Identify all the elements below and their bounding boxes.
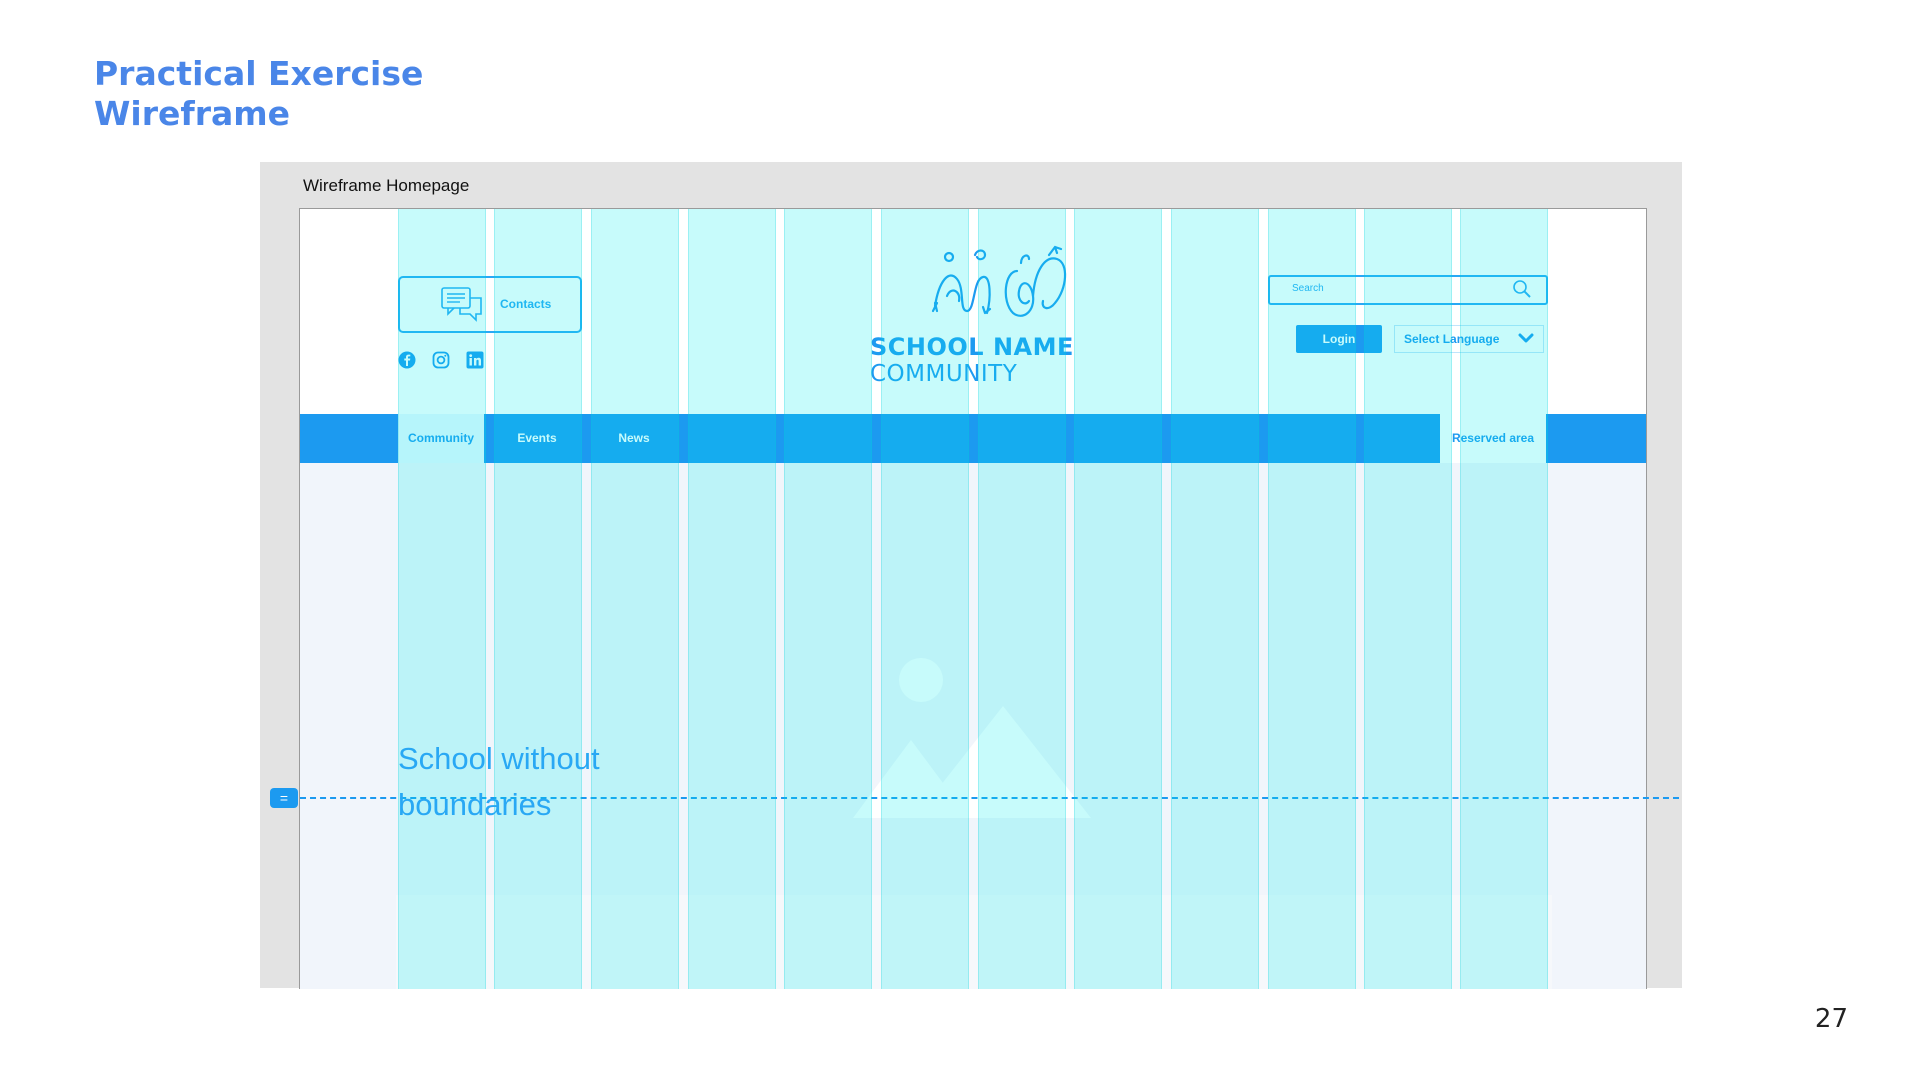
hero-title: School without boundaries xyxy=(398,736,698,828)
design-canvas: Wireframe Homepage Contacts xyxy=(260,162,1682,989)
frame-label[interactable]: Wireframe Homepage xyxy=(303,176,470,195)
language-select[interactable]: Select Language xyxy=(1394,325,1544,353)
fold-guide-line[interactable] xyxy=(300,797,1679,799)
nav-item-events[interactable]: Events xyxy=(517,431,557,445)
logo-community: COMMUNITY xyxy=(870,361,1018,387)
linkedin-icon[interactable] xyxy=(466,351,484,369)
hero-title-line1: School without xyxy=(398,741,600,776)
guide-handle-icon[interactable]: = xyxy=(270,788,298,808)
search-placeholder: Search xyxy=(1292,283,1324,294)
chat-bubbles-icon xyxy=(441,287,482,322)
slide-title-line2: Wireframe xyxy=(94,94,291,133)
chevron-down-icon xyxy=(1518,333,1534,343)
main-navigation: Community Events News Reserved area xyxy=(300,414,1646,463)
wireframe-artboard[interactable]: Contacts xyxy=(299,208,1647,989)
nav-item-news[interactable]: News xyxy=(618,431,650,445)
hero-section xyxy=(300,463,1646,989)
facebook-icon[interactable] xyxy=(398,351,416,369)
logo-school-name: SCHOOL NAME xyxy=(870,333,1074,361)
image-placeholder-icon xyxy=(853,658,1091,818)
slide-title: Practical Exercise Wireframe xyxy=(94,54,423,134)
nav-item-community[interactable]: Community xyxy=(398,414,484,463)
instagram-icon[interactable] xyxy=(432,351,450,369)
nav-item-reserved-area[interactable]: Reserved area xyxy=(1440,414,1546,463)
contacts-button[interactable]: Contacts xyxy=(398,276,582,333)
contacts-label: Contacts xyxy=(500,297,552,311)
page-number: 27 xyxy=(1814,1004,1848,1034)
search-input[interactable]: Search xyxy=(1268,275,1548,305)
hero-title-line2: boundaries xyxy=(398,787,552,822)
hero-caption-band xyxy=(396,895,1552,989)
search-icon[interactable] xyxy=(1512,279,1532,299)
school-logo-icon[interactable] xyxy=(925,241,1075,331)
login-button[interactable]: Login xyxy=(1296,325,1382,353)
slide-title-line1: Practical Exercise xyxy=(94,54,424,93)
language-select-label: Select Language xyxy=(1404,332,1500,346)
